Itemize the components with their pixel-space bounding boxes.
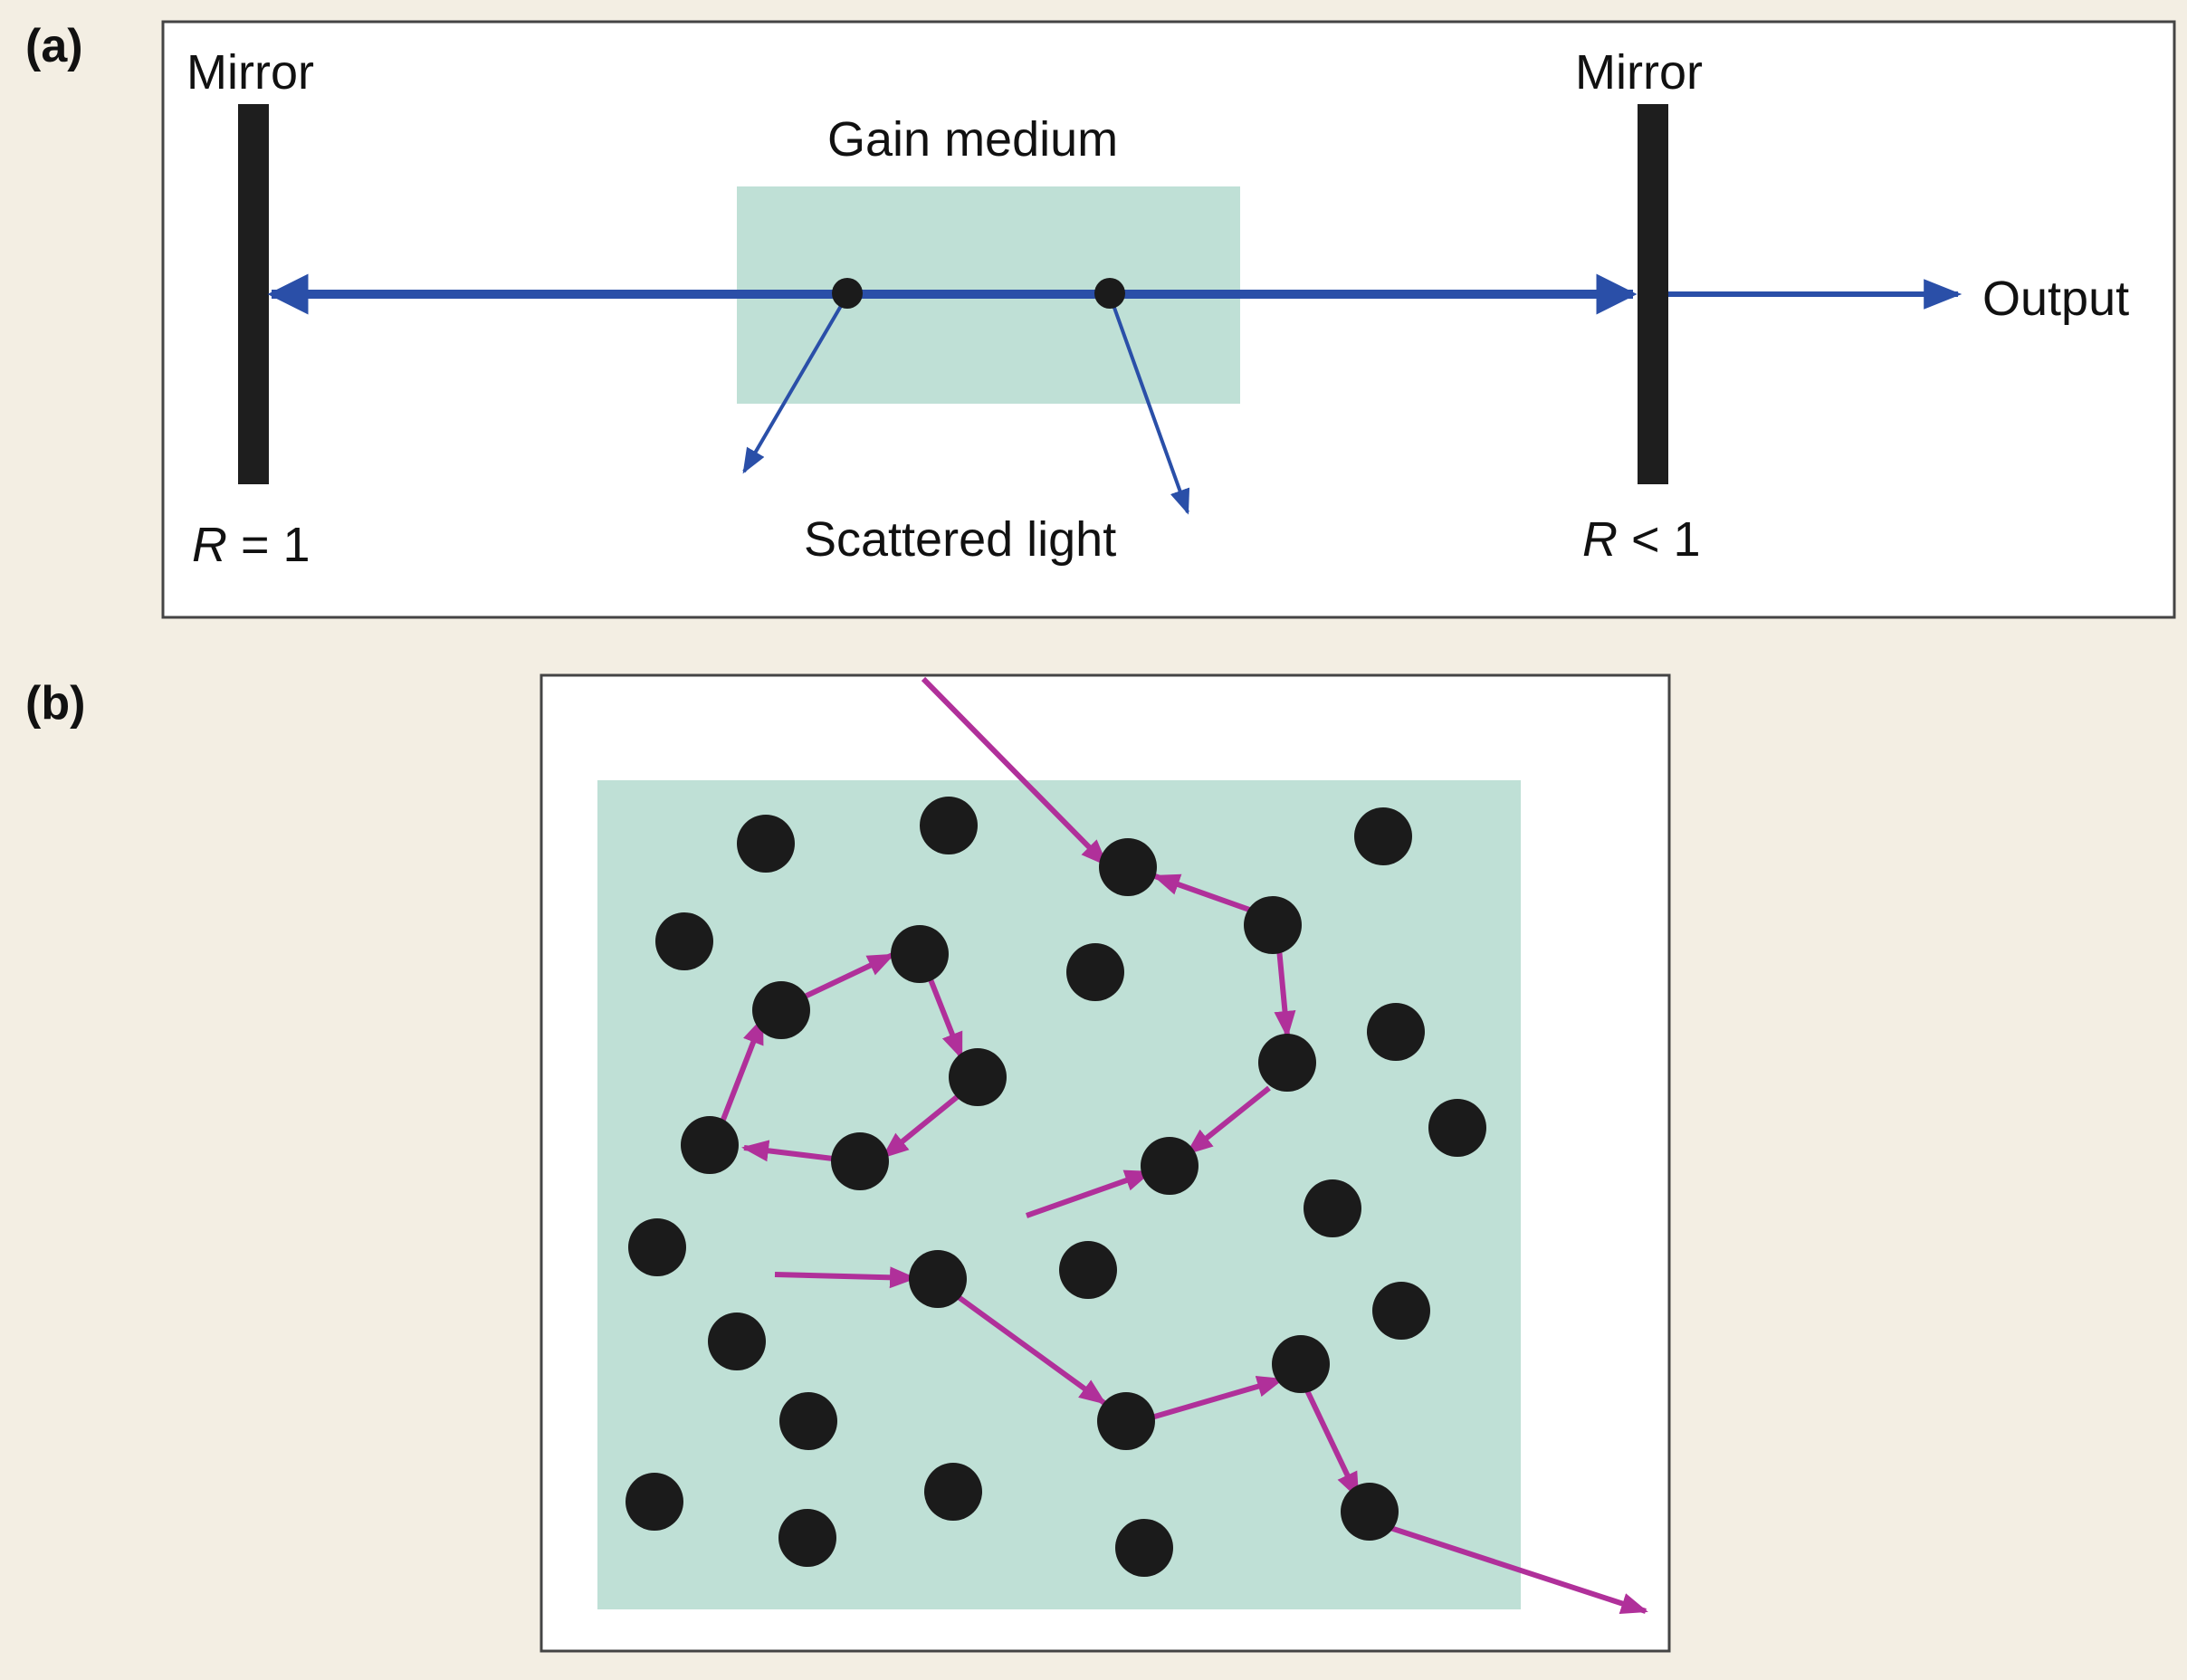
- scatterer-particle: [1066, 943, 1124, 1001]
- scatterer-particle: [1258, 1034, 1316, 1092]
- scattering-path-segment: [1026, 1169, 1152, 1218]
- scatterer-particle: [949, 1048, 1007, 1106]
- scatterer-particle: [681, 1116, 739, 1174]
- scatterer-particle: [779, 1392, 837, 1450]
- reflectivity-value: = 1: [227, 518, 310, 572]
- scatterer-particle: [628, 1218, 686, 1276]
- scatterer-particle: [920, 797, 978, 854]
- left-reflectivity: R = 1: [192, 518, 310, 572]
- right-mirror-label: Mirror: [1575, 45, 1703, 100]
- scatterer-particle: [1272, 1335, 1330, 1393]
- scatterer-particle: [1059, 1241, 1117, 1299]
- scattering-path-segment: [774, 1266, 917, 1289]
- scatterer-dot: [1094, 278, 1125, 309]
- scatterer-particle: [1097, 1392, 1155, 1450]
- scattering-path-segment: [950, 1290, 1107, 1406]
- scatterer-particle: [626, 1473, 683, 1531]
- scattering-path-segment: [924, 969, 964, 1060]
- scattering-path-segment: [881, 1091, 963, 1160]
- scatterer-particles: [626, 797, 1486, 1577]
- panel-a-label: (a): [25, 20, 83, 72]
- scatterer-particle: [1354, 807, 1412, 865]
- scatterer-particle: [778, 1509, 836, 1567]
- scattering-path-segment: [1185, 1085, 1271, 1156]
- scatterer-particle: [831, 1132, 889, 1190]
- gain-medium-label: Gain medium: [827, 112, 1118, 167]
- scatterer-particle: [924, 1463, 982, 1521]
- random-gain-medium: [597, 780, 1521, 1609]
- scattering-path-segment: [921, 676, 1109, 867]
- scatterer-particle: [737, 815, 795, 873]
- scatterer-particle: [1341, 1483, 1399, 1541]
- scatterer-particle: [1099, 838, 1157, 896]
- scatterer-particle: [708, 1312, 766, 1370]
- right-mirror: [1638, 104, 1668, 484]
- scatterer-particle: [1244, 896, 1302, 954]
- right-reflectivity: R < 1: [1582, 512, 1701, 567]
- scattered-light-label: Scattered light: [804, 512, 1116, 567]
- scattered-ray-left: [742, 293, 849, 474]
- scatterer-particle: [1304, 1179, 1361, 1237]
- scattering-path-segment: [1303, 1385, 1361, 1500]
- scattering-path-segment: [1384, 1523, 1648, 1615]
- panel-b-label: (b): [25, 677, 85, 730]
- left-mirror: [238, 104, 269, 484]
- scattered-ray-right: [1108, 294, 1190, 515]
- scatterer-particle: [655, 912, 713, 970]
- scatterer-particle: [752, 981, 810, 1039]
- scattering-path-segment: [741, 1140, 834, 1162]
- scatterer-particle: [1367, 1003, 1425, 1061]
- scatterer-particle: [909, 1250, 967, 1308]
- left-mirror-label: Mirror: [186, 45, 314, 100]
- reflectivity-value: < 1: [1618, 512, 1701, 567]
- scatterer-dot: [832, 278, 863, 309]
- scatterer-particle: [1428, 1099, 1486, 1157]
- scattering-path-segment: [1151, 1376, 1285, 1420]
- scattering-path-segment: [1274, 948, 1296, 1038]
- scatterer-particle: [1372, 1282, 1430, 1340]
- reflectivity-symbol: R: [192, 518, 227, 572]
- output-label: Output: [1982, 272, 2129, 326]
- scatterer-particle: [1115, 1519, 1173, 1577]
- scatterer-particle: [891, 925, 949, 983]
- random-scattering-paths: [712, 676, 1648, 1615]
- scatterer-particle: [1141, 1137, 1199, 1195]
- reflectivity-symbol: R: [1582, 512, 1618, 567]
